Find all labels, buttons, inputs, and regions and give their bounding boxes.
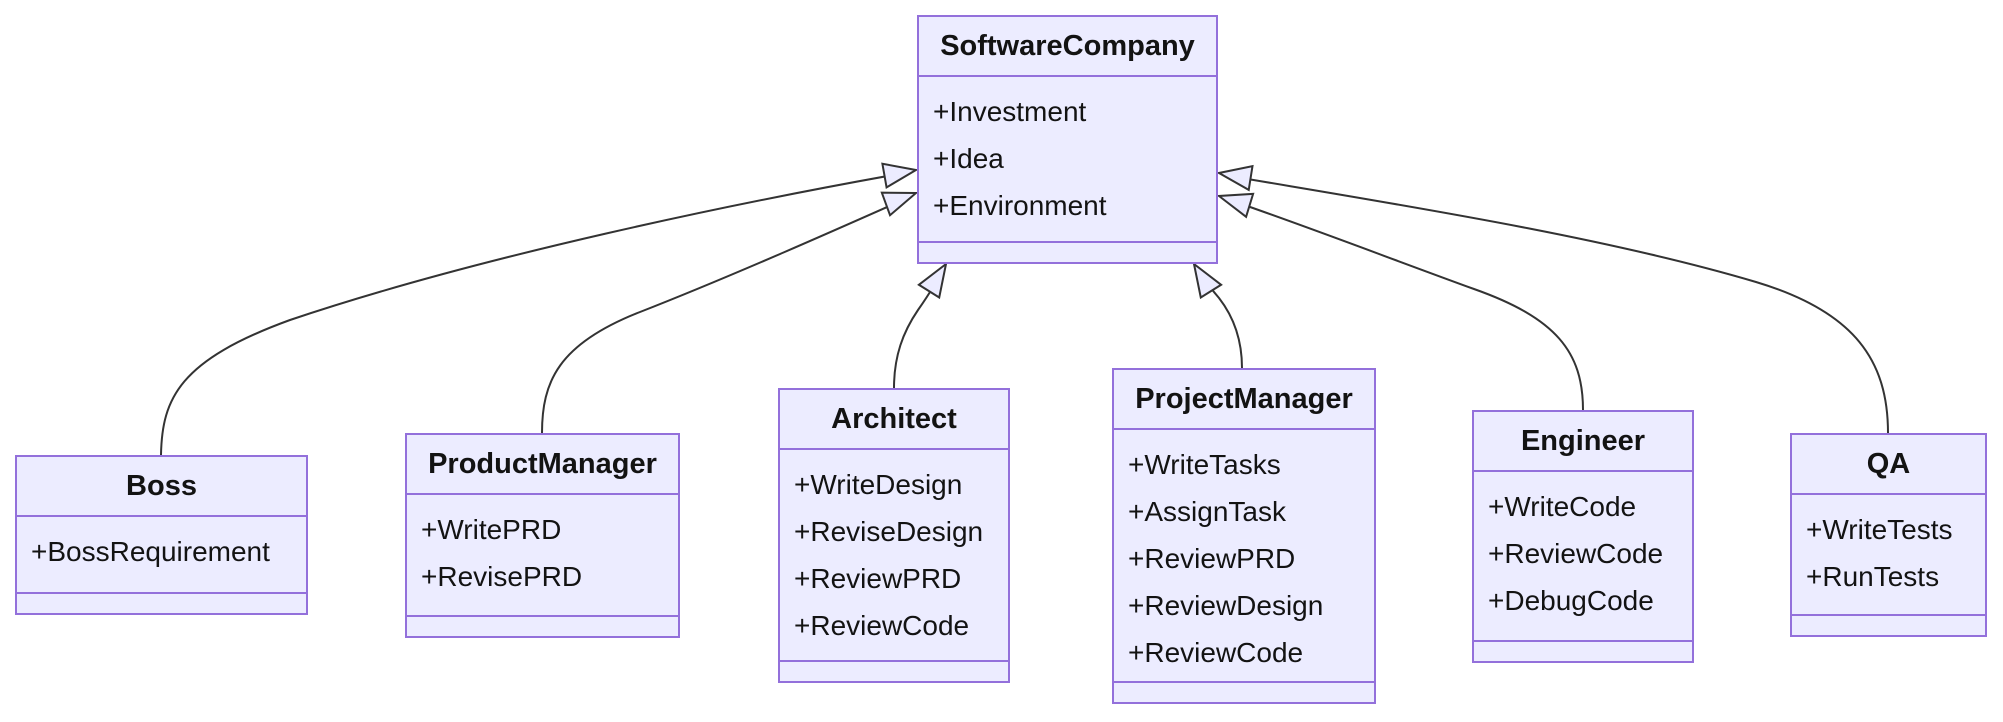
class-member: +WritePRD: [421, 514, 562, 545]
inheritance-arrowhead-productmanager: [880, 191, 919, 217]
class-title-productmanager: ProductManager: [407, 435, 678, 495]
class-members-productmanager: +WritePRD +RevisePRD: [407, 495, 678, 615]
class-title-boss: Boss: [17, 457, 306, 517]
class-methods-empty-projectmanager: [1114, 681, 1374, 702]
class-title-projectmanager: ProjectManager: [1114, 370, 1374, 430]
class-member: +ReviewCode: [794, 610, 970, 641]
class-member: +AssignTask: [1128, 496, 1286, 527]
inheritance-arrowhead-architect: [917, 261, 948, 300]
edge-qa-to-softwarecompany: [1223, 174, 1889, 434]
class-methods-empty-productmanager: [407, 615, 678, 636]
class-member: +WriteCode: [1488, 491, 1637, 522]
class-member: +ReviewCode: [1488, 538, 1664, 569]
class-methods-empty-qa: [1792, 614, 1985, 635]
class-box-architect: Architect +WriteDesign +ReviseDesign +Revi…: [778, 388, 1010, 683]
class-title-qa: QA: [1792, 435, 1985, 495]
class-members-projectmanager: +WriteTasks +AssignTask +ReviewPRD +ReviewD…: [1114, 430, 1374, 681]
class-box-engineer: Engineer +WriteCode +ReviewCode +DebugCode: [1472, 410, 1694, 663]
class-members-architect: +WriteDesign +ReviseDesign +ReviewPRD +Revi…: [780, 450, 1008, 660]
class-members-boss: +BossRequirement: [17, 517, 306, 592]
edge-engineer-to-softwarecompany: [1223, 197, 1584, 411]
class-member: +RunTests: [1806, 561, 1940, 592]
class-member: +Environment: [933, 190, 1107, 221]
edge-productmanager-to-softwarecompany: [541, 195, 913, 434]
inheritance-arrowhead-engineer: [1216, 192, 1255, 219]
class-title-engineer: Engineer: [1474, 412, 1692, 472]
class-member: +ReviewPRD: [794, 563, 962, 594]
class-member: +BossRequirement: [31, 536, 270, 567]
class-box-qa: QA +WriteTests +RunTests: [1790, 433, 1987, 637]
class-member: +ReviewCode: [1128, 637, 1304, 668]
class-member: +Investment: [933, 96, 1087, 127]
class-member: +ReviseDesign: [794, 516, 984, 547]
class-title-architect: Architect: [780, 390, 1008, 450]
class-box-projectmanager: ProjectManager +WriteTasks +AssignTask +Re…: [1112, 368, 1376, 704]
class-methods-empty-architect: [780, 660, 1008, 681]
class-box-productmanager: ProductManager +WritePRD +RevisePRD: [405, 433, 680, 638]
class-members-engineer: +WriteCode +ReviewCode +DebugCode: [1474, 472, 1692, 640]
class-members-qa: +WriteTests +RunTests: [1792, 495, 1985, 614]
inheritance-arrowhead-projectmanager: [1192, 261, 1223, 300]
class-members-softwarecompany: +Investment +Idea +Environment: [919, 77, 1216, 241]
class-member: +RevisePRD: [421, 561, 583, 592]
edge-boss-to-softwarecompany: [160, 171, 911, 456]
class-member: +ReviewDesign: [1128, 590, 1324, 621]
class-title-softwarecompany: SoftwareCompany: [919, 17, 1216, 77]
class-member: +WriteTests: [1806, 514, 1953, 545]
inheritance-arrowhead-boss: [881, 162, 919, 189]
class-member: +WriteDesign: [794, 469, 963, 500]
inheritance-arrowhead-qa: [1216, 164, 1254, 192]
class-methods-empty-engineer: [1474, 640, 1692, 661]
class-member: +WriteTasks: [1128, 449, 1281, 480]
class-box-boss: Boss +BossRequirement: [15, 455, 308, 615]
class-methods-empty-softwarecompany: [919, 241, 1216, 262]
class-member: +DebugCode: [1488, 585, 1654, 616]
class-methods-empty-boss: [17, 592, 306, 613]
class-member: +Idea: [933, 143, 1004, 174]
class-member: +ReviewPRD: [1128, 543, 1296, 574]
class-box-softwarecompany: SoftwareCompany +Investment +Idea +Environ…: [917, 15, 1218, 264]
